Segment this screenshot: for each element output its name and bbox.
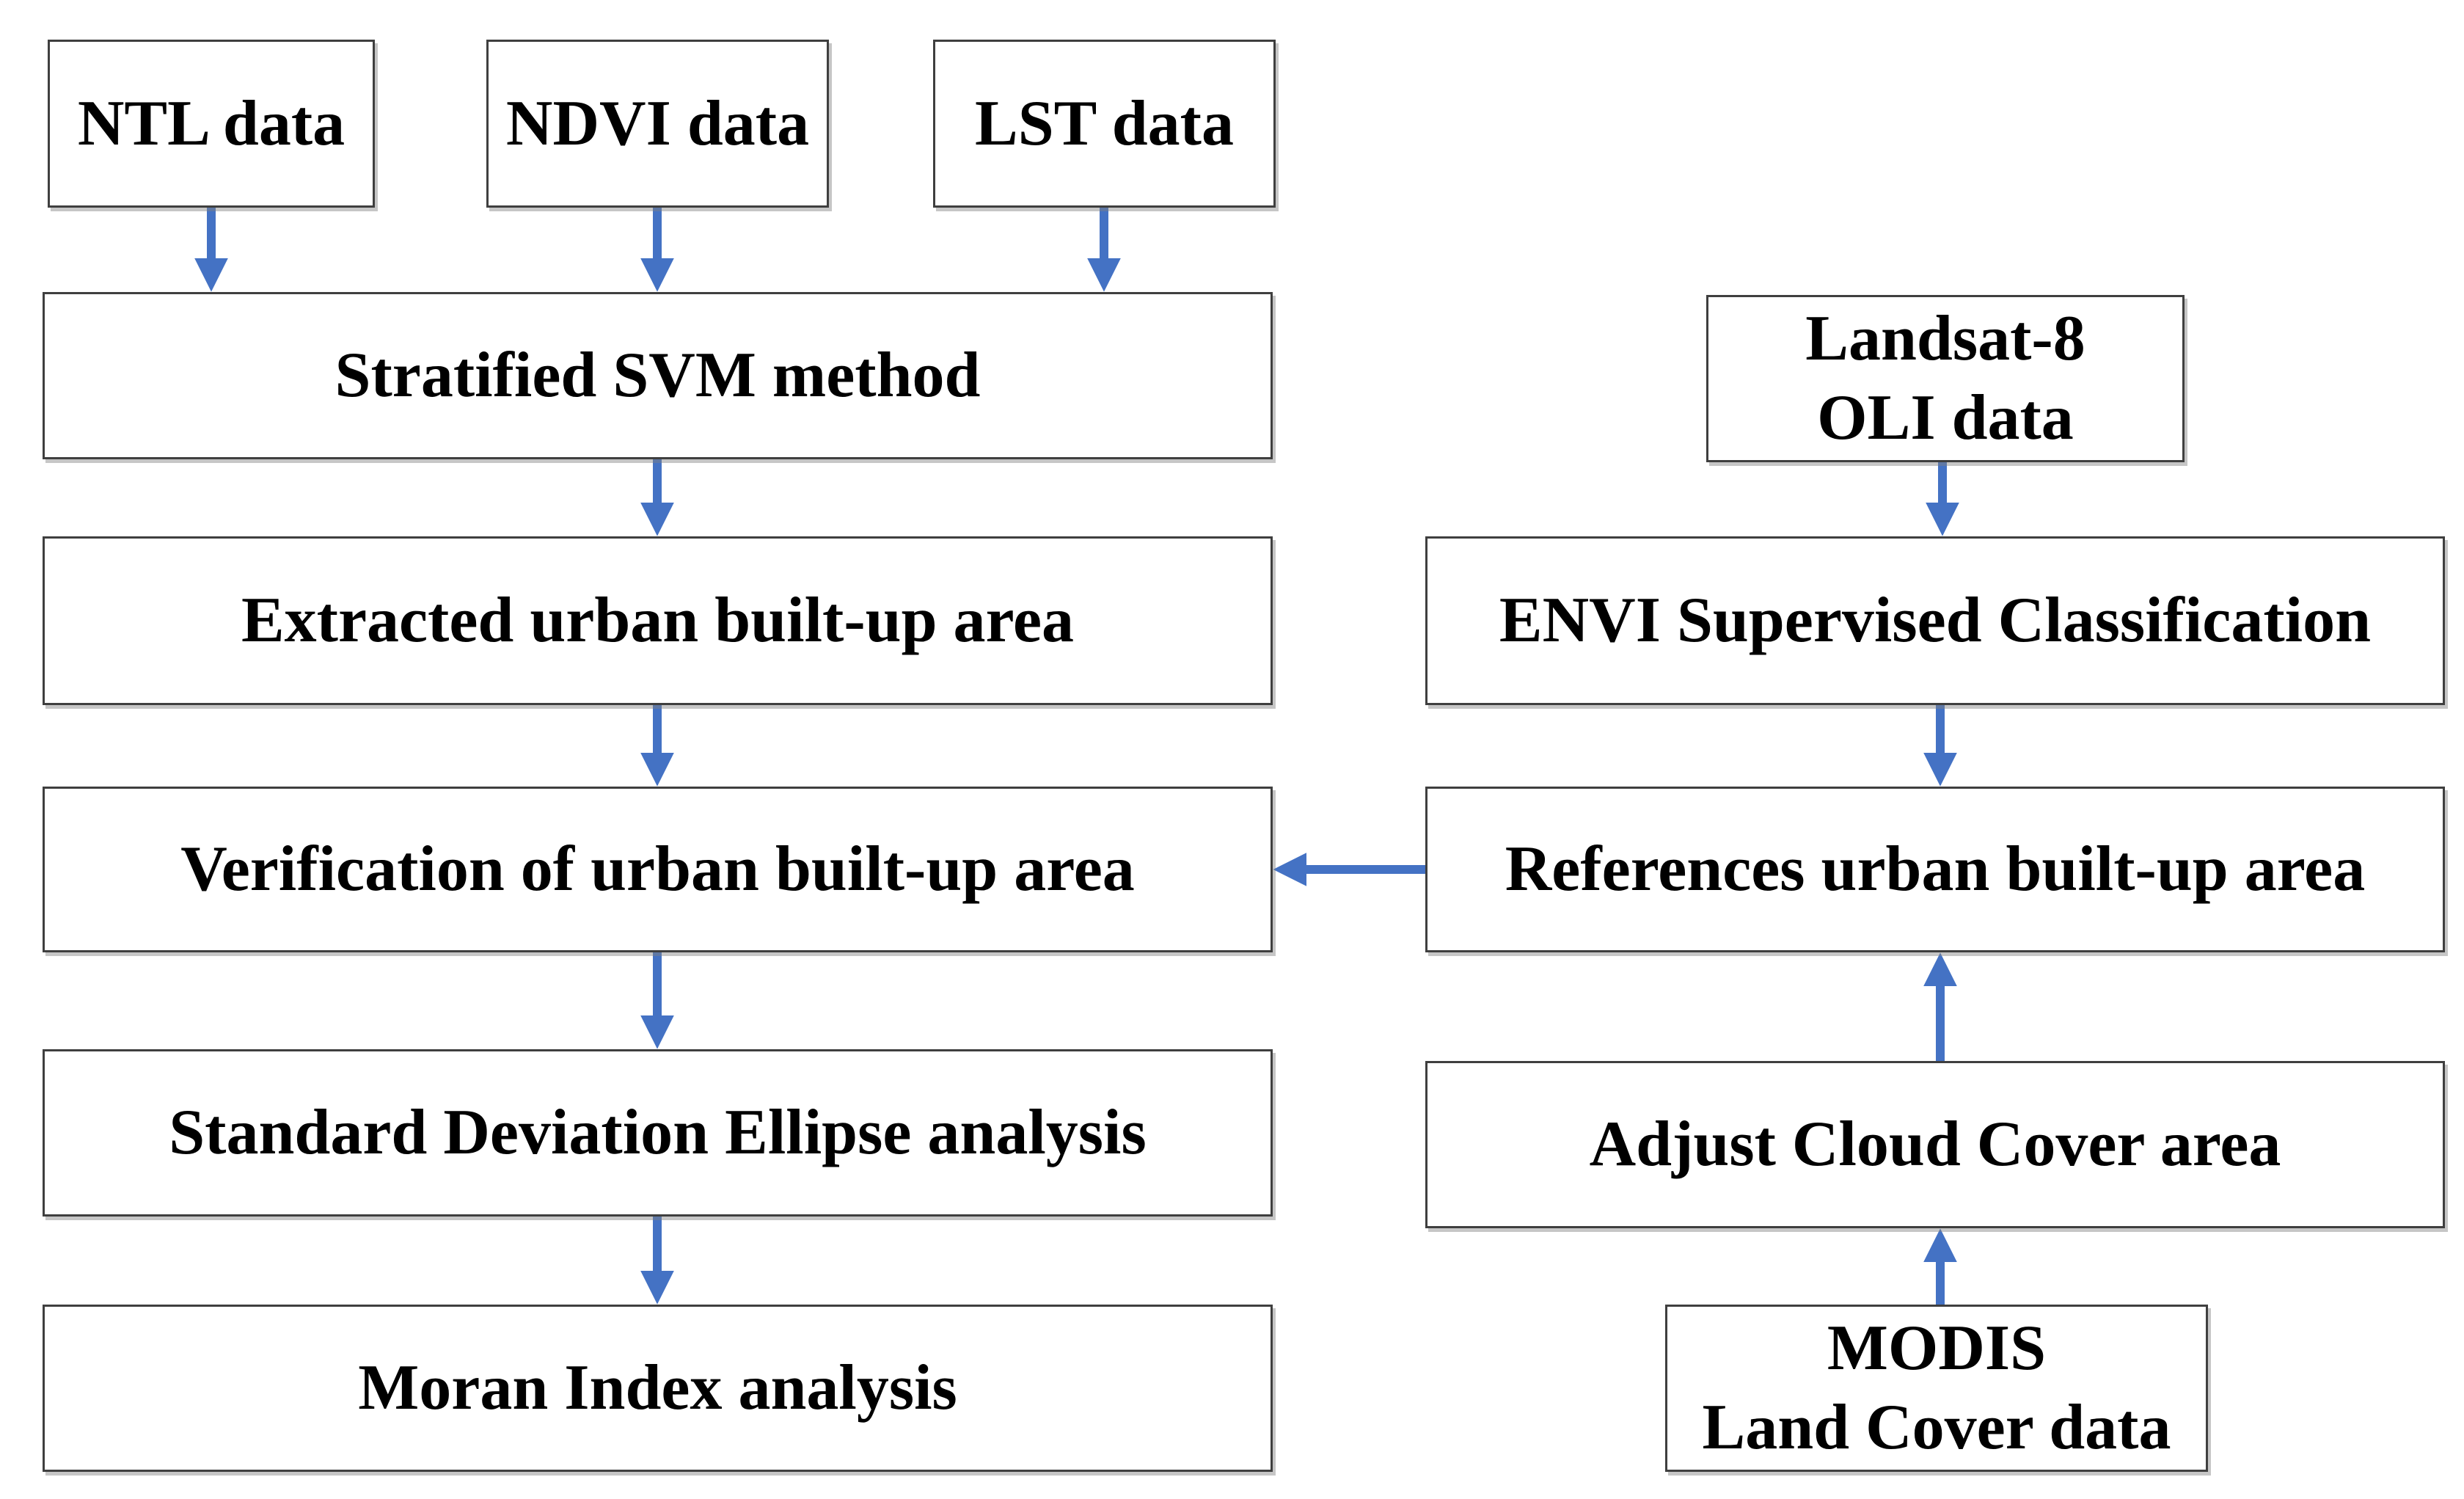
node-lst-data: LST data bbox=[933, 40, 1276, 208]
node-label: ENVI Supervised Classification bbox=[1499, 585, 2372, 656]
node-label: Stratified SVM method bbox=[334, 340, 981, 411]
node-label: Verification of urban built-up area bbox=[180, 834, 1135, 905]
node-label: NTL data bbox=[77, 87, 346, 159]
node-label: References urban built-up area bbox=[1505, 834, 2366, 905]
node-label: Standard Deviation Ellipse analysis bbox=[169, 1097, 1147, 1168]
node-references-urban-built-up-area: References urban built-up area bbox=[1425, 787, 2445, 952]
node-adjust-cloud-cover-area: Adjust Cloud Cover area bbox=[1425, 1061, 2445, 1228]
node-label: Moran Index analysis bbox=[358, 1352, 957, 1423]
node-ndvi-data: NDVI data bbox=[486, 40, 829, 208]
node-label-line1: Landsat-8 bbox=[1805, 303, 2085, 374]
node-landsat-8-oli-data: Landsat-8 OLI data bbox=[1706, 295, 2185, 462]
node-label: Extracted urban built-up area bbox=[241, 585, 1075, 656]
node-extracted-urban-built-up-area: Extracted urban built-up area bbox=[43, 536, 1273, 705]
node-verification-of-urban-built-up-area: Verification of urban built-up area bbox=[43, 787, 1273, 952]
node-ntl-data: NTL data bbox=[48, 40, 375, 208]
node-label-line2: Land Cover data bbox=[1702, 1392, 2171, 1463]
node-stratified-svm-method: Stratified SVM method bbox=[43, 292, 1273, 459]
node-standard-deviation-ellipse-analysis: Standard Deviation Ellipse analysis bbox=[43, 1049, 1273, 1217]
node-label: LST data bbox=[975, 87, 1234, 159]
node-label: NDVI data bbox=[505, 87, 810, 159]
node-label-line2: OLI data bbox=[1817, 382, 2074, 453]
node-label: Adjust Cloud Cover area bbox=[1589, 1109, 2281, 1180]
node-label-line1: MODIS bbox=[1827, 1313, 2047, 1384]
node-moran-index-analysis: Moran Index analysis bbox=[43, 1305, 1273, 1472]
node-envi-supervised-classification: ENVI Supervised Classification bbox=[1425, 536, 2445, 705]
node-modis-land-cover-data: MODIS Land Cover data bbox=[1665, 1305, 2208, 1472]
